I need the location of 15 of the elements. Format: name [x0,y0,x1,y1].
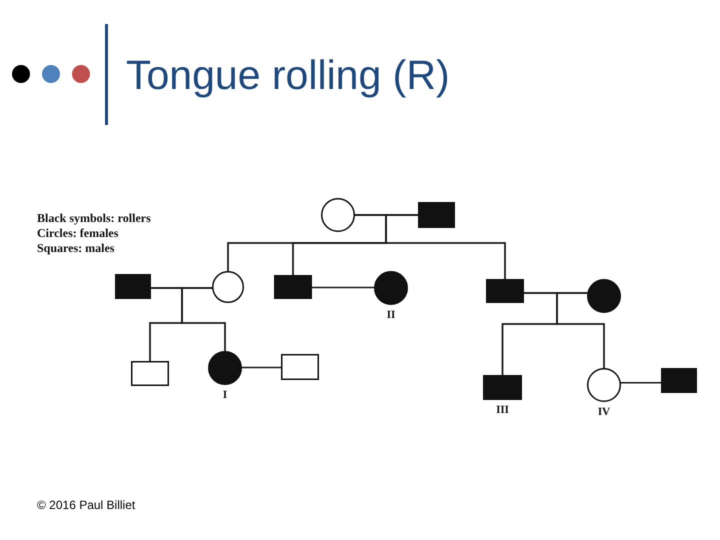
connector-line [181,287,226,351]
copyright-text: © 2016 Paul Billiet [37,498,136,512]
numeral-label: III [496,405,509,416]
connector-line [241,366,281,368]
key-text: Circles: females [37,226,118,241]
numeral-label: II [386,310,396,321]
key-text: Squares: males [37,241,114,256]
numeral-label: I [222,390,228,401]
connector-line [556,292,605,368]
connector-line [620,382,661,384]
connector-line [385,214,506,279]
connector-line [312,286,375,288]
numeral-label: IV [598,407,610,418]
slide-title: Tongue rolling (R) [126,55,450,96]
key-text: Black symbols: rollers [37,211,151,226]
